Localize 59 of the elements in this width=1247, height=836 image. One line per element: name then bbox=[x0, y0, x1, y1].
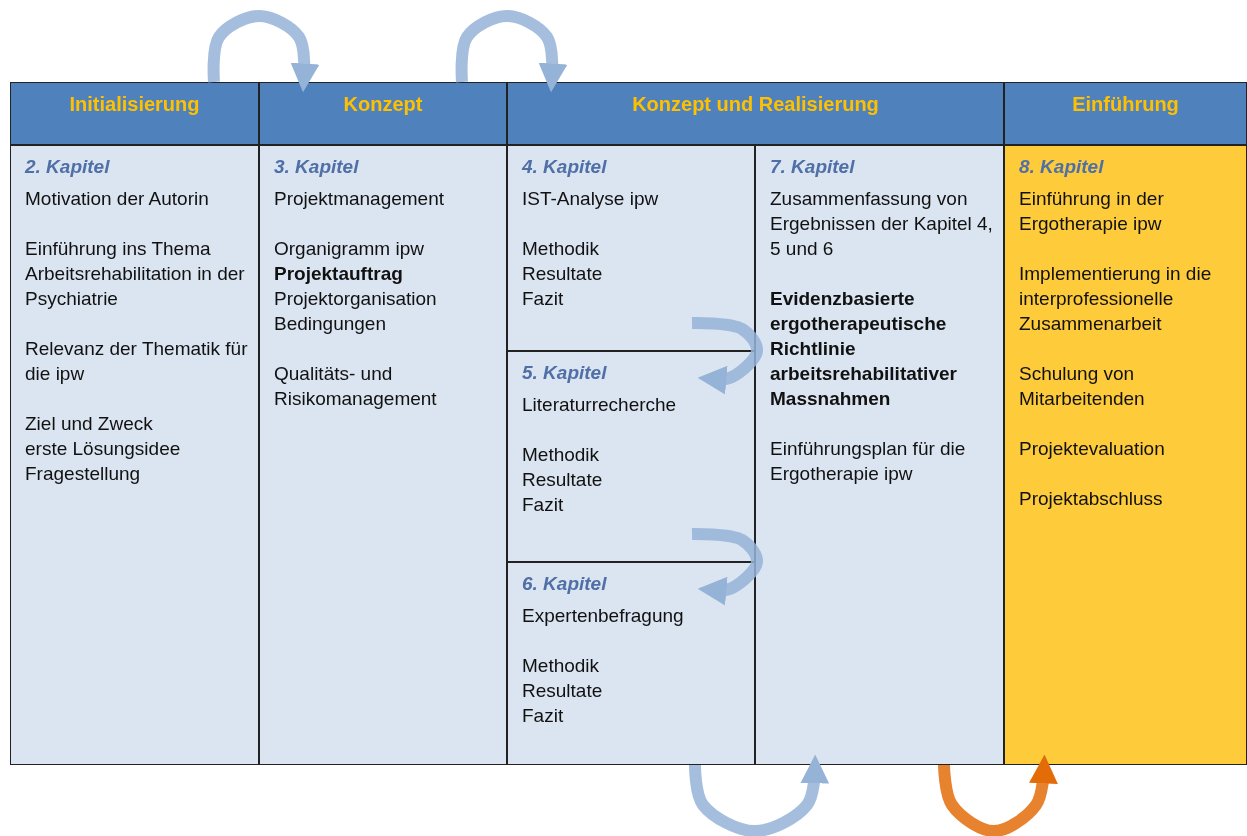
phase-header bbox=[507, 82, 1004, 145]
chapter-item: Evidenzbasierte ergotherapeutische Richtlinie arbeitsrehabilitativer Massnahmen bbox=[770, 287, 958, 411]
chapter-item: Projektabschluss bbox=[1019, 487, 1164, 511]
chapter-item: Fragestellung bbox=[25, 462, 142, 486]
phase-title: Konzept bbox=[343, 93, 423, 116]
chapter-item: Methodik bbox=[522, 443, 601, 467]
chapter-cell bbox=[507, 145, 755, 351]
chapter-item: Projektevaluation bbox=[1019, 437, 1166, 461]
chapter-item: Motivation der Autorin bbox=[25, 187, 210, 211]
chapter-item: Methodik bbox=[522, 237, 601, 261]
phase-title: Einführung bbox=[1072, 93, 1179, 116]
chapter-item: Resultate bbox=[522, 468, 604, 492]
curved-arrow bbox=[938, 754, 1058, 836]
curved-arrow bbox=[691, 317, 763, 395]
chapter-cell bbox=[507, 562, 755, 765]
chapter-item: Methodik bbox=[522, 654, 601, 678]
chapter-heading: 2. Kapitel bbox=[25, 155, 111, 179]
chapter-cell bbox=[507, 351, 755, 562]
chapter-heading: 8. Kapitel bbox=[1019, 155, 1105, 179]
phase-header bbox=[259, 82, 507, 145]
chapter-item: Projektauftrag bbox=[274, 262, 404, 286]
chapter-item: Resultate bbox=[522, 679, 604, 703]
chapter-item: Fazit bbox=[522, 493, 565, 517]
chapter-item: Zusammenfassung von Ergebnissen der Kapitel 4, 5 und 6 bbox=[770, 187, 993, 261]
chapter-heading: 7. Kapitel bbox=[770, 155, 856, 179]
chapter-heading: 3. Kapitel bbox=[274, 155, 360, 179]
chapter-item: Implementierung in die interprofessionelle Zusammenarbeit bbox=[1019, 262, 1213, 336]
phase-header bbox=[10, 82, 259, 145]
chapter-item: Projektmanagement bbox=[274, 187, 446, 211]
chapter-cell bbox=[755, 145, 1004, 765]
chapter-item: Ziel und Zweck bbox=[25, 412, 154, 436]
chapter-item: Fazit bbox=[522, 287, 565, 311]
chapter-item: Bedingungen bbox=[274, 312, 387, 336]
chapter-cell bbox=[259, 145, 507, 765]
chapter-item: Einführung in der Ergotherapie ipw bbox=[1019, 187, 1165, 236]
chapter-heading: 5. Kapitel bbox=[522, 361, 608, 385]
chapter-item: Schulung von Mitarbeitenden bbox=[1019, 362, 1146, 411]
chapter-item: Organigramm ipw bbox=[274, 237, 425, 261]
chapter-heading: 6. Kapitel bbox=[522, 572, 608, 596]
chapter-item: Relevanz der Thematik für die ipw bbox=[25, 337, 248, 386]
chapter-item: IST-Analyse ipw bbox=[522, 187, 660, 211]
chapter-item: Literaturrecherche bbox=[522, 393, 678, 417]
phase-title: Initialisierung bbox=[69, 93, 200, 116]
chapter-item: Expertenbefragung bbox=[522, 604, 685, 628]
chapter-item: Resultate bbox=[522, 262, 604, 286]
chapter-item: Qualitäts- und Risikomanagement bbox=[274, 362, 438, 411]
chapter-item: Projektorganisation bbox=[274, 287, 438, 311]
chapter-cell bbox=[1004, 145, 1247, 765]
curved-arrow bbox=[691, 528, 763, 606]
chapter-item: Einführung ins Thema Arbeitsrehabilitation in der Psychiatrie bbox=[25, 237, 246, 311]
phase-title: Konzept und Realisierung bbox=[632, 93, 879, 116]
chapter-heading: 4. Kapitel bbox=[522, 155, 608, 179]
curved-arrow bbox=[455, 10, 568, 93]
chapter-item: Fazit bbox=[522, 704, 565, 728]
chapter-item: Einführungsplan für die Ergotherapie ipw bbox=[770, 437, 967, 486]
curved-arrow bbox=[207, 10, 320, 93]
phase-header bbox=[1004, 82, 1247, 145]
chapter-item: erste Lösungsidee bbox=[25, 437, 182, 461]
chapter-cell bbox=[10, 145, 259, 765]
